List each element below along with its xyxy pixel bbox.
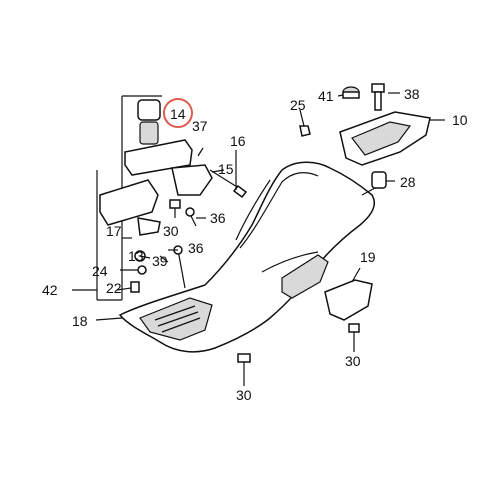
callout-36-upper: 36 <box>210 210 226 226</box>
callout-30-left: 30 <box>163 223 179 239</box>
bolt-30-bottom <box>237 353 251 378</box>
rear-cowl-body <box>118 161 376 353</box>
lock-plate <box>99 179 159 226</box>
callout-24: 24 <box>92 263 108 279</box>
callout-13: 13 <box>128 248 144 264</box>
callout-37: 37 <box>192 118 208 134</box>
callout-30-bottom: 30 <box>236 387 252 403</box>
leader-lines <box>72 92 445 386</box>
callout-39: 39 <box>152 253 168 269</box>
lock-bracket-group <box>96 95 213 301</box>
key-cylinder <box>137 99 161 121</box>
callout-22: 22 <box>106 280 122 296</box>
cover-panel-10 <box>339 111 431 166</box>
callouts: 41 38 25 10 14 37 16 15 28 36 30 17 36 1… <box>42 86 468 403</box>
callout-36-lower: 36 <box>188 240 204 256</box>
callout-16: 16 <box>230 133 246 149</box>
callout-14: 14 <box>170 106 186 122</box>
callout-25: 25 <box>290 97 306 113</box>
grommet-41 <box>342 86 360 99</box>
screw-36-upper <box>185 207 197 227</box>
callout-18: 18 <box>72 313 88 329</box>
callout-38: 38 <box>404 86 420 102</box>
callout-41: 41 <box>318 88 334 104</box>
callout-19: 19 <box>360 249 376 265</box>
rear-grille <box>139 297 213 341</box>
callout-30-mid: 30 <box>345 353 361 369</box>
screw-22 <box>130 281 140 293</box>
screw-36-lower <box>173 245 186 289</box>
highlight-ring <box>163 98 193 128</box>
collar-28 <box>371 171 387 189</box>
bracket <box>171 164 213 196</box>
callout-28: 28 <box>400 174 416 190</box>
callout-15: 15 <box>218 161 234 177</box>
fastener-25 <box>299 109 311 137</box>
bolt-16 <box>209 169 248 199</box>
callout-10: 10 <box>452 112 468 128</box>
side-window <box>281 254 329 299</box>
nut-24 <box>137 265 147 275</box>
bolt-30-left <box>169 199 181 218</box>
callout-17: 17 <box>106 223 122 239</box>
callout-42: 42 <box>42 282 58 298</box>
side-cover-19 <box>324 267 373 321</box>
bolt-30-mid <box>348 323 360 344</box>
latch <box>137 217 161 236</box>
lock-cover <box>124 139 193 176</box>
bolt-38 <box>371 83 385 111</box>
